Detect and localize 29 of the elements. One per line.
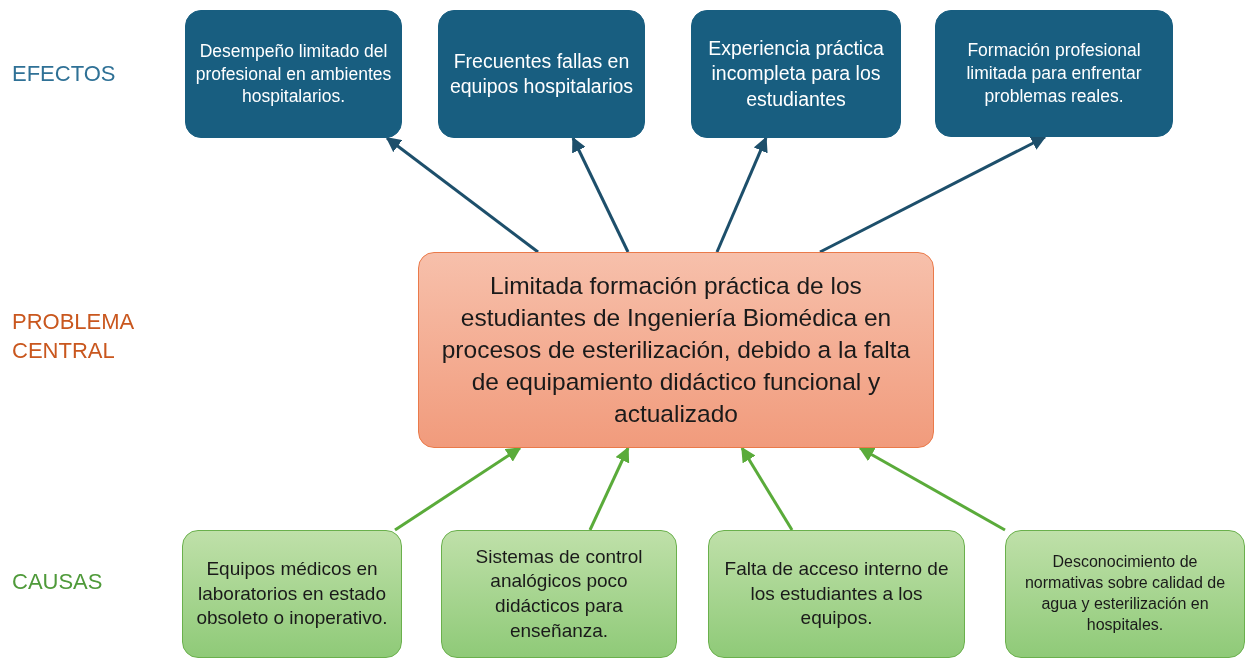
cause-box <box>182 530 402 658</box>
arrow <box>385 136 539 254</box>
box-text: Desconocimiento de normativas sobre calidad de agua y esterilización en hospitales. <box>1023 552 1227 635</box>
box-text: Equipos médicos en laboratorios en estado obsoleto o inoperativo. <box>195 556 389 631</box>
section-label: CAUSAS <box>12 568 104 596</box>
arrow <box>819 135 1047 254</box>
effect-box <box>691 10 901 138</box>
arrow <box>588 446 630 531</box>
section-label: PROBLEMA CENTRAL <box>12 308 135 365</box>
arrow <box>571 136 630 253</box>
cause-box <box>708 530 965 658</box>
arrow <box>858 446 1006 532</box>
cause-box <box>1005 530 1245 658</box>
box-text: Sistemas de control analógicos poco didácticos para enseñanza. <box>474 544 644 643</box>
cause-box <box>441 530 677 658</box>
effect-box <box>438 10 645 138</box>
arrow <box>740 446 794 531</box>
box-text: Experiencia práctica incompleta para los estudiantes <box>707 36 885 112</box>
box-text: Limitada formación práctica de los estudiantes de Ingeniería Biomédica en procesos de esterilización, debido a la falta de equipamiento didáctico funcional y actualizado <box>440 271 912 429</box>
box-text: Formación profesional limitada para enfrentar problemas reales. <box>965 39 1143 108</box>
box-text: Falta de acceso interno de los estudiantes a los equipos. <box>723 556 950 631</box>
effect-box <box>185 10 402 138</box>
section-label: EFECTOS <box>12 60 117 88</box>
central-problem-box <box>418 252 934 448</box>
effect-box <box>935 10 1173 137</box>
arrow <box>715 136 768 253</box>
box-text: Desempeño limitado del profesional en ambientes hospitalarios. <box>194 39 393 109</box>
box-text: Frecuentes fallas en equipos hospitalarios <box>448 48 635 99</box>
arrow <box>394 446 522 532</box>
